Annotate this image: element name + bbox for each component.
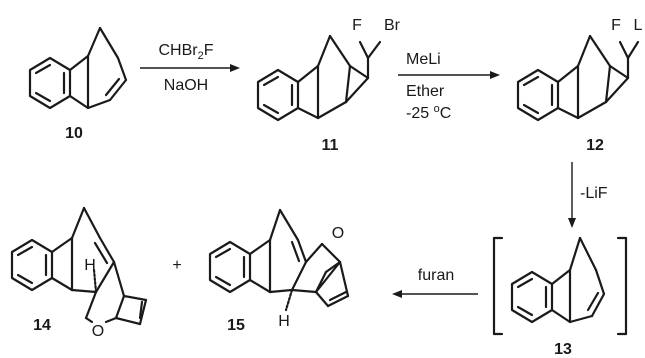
compound-12-label: 12 (586, 137, 604, 154)
arrow-1 (140, 64, 240, 72)
compound-12-atom-f: F (611, 17, 621, 34)
compound-13-brackets (492, 236, 628, 336)
arrow-2-reagent-bottom: -25 oC (406, 103, 451, 122)
arrow-1-reagent-bottom: NaOH (164, 77, 208, 94)
compound-10-label: 10 (65, 125, 83, 142)
arrow-2-reagent-top: MeLi (406, 51, 441, 68)
arrow-4-reagent: furan (418, 267, 454, 284)
compound-14-label: 14 (33, 317, 51, 334)
compound-15-structure (208, 208, 350, 312)
compound-11-atom-f: F (352, 17, 362, 34)
arrow-3-reagent: -LiF (580, 185, 608, 202)
arrow-4 (392, 290, 478, 298)
arrow-3 (568, 162, 576, 228)
compound-11-atom-br: Br (384, 17, 401, 34)
compound-14-atom-h: H (84, 257, 96, 274)
compound-11-structure (256, 34, 382, 122)
plus-sign: + (172, 257, 181, 274)
compound-15-atom-h: H (278, 313, 290, 330)
compound-15-label: 15 (227, 317, 245, 334)
compound-15-atom-o: O (332, 225, 344, 242)
arrow-2-reagent-mid: Ether (406, 83, 445, 100)
compound-12-structure (516, 34, 640, 122)
arrow-2 (398, 71, 500, 79)
compound-13-structure (510, 236, 606, 324)
compound-10-structure (28, 26, 128, 110)
compound-11-label: 11 (322, 137, 339, 154)
arrow-1-reagent-top: CHBr2F (158, 42, 213, 62)
compound-14-structure (10, 206, 148, 326)
compound-14-atom-o: O (92, 323, 104, 340)
compound-12-atom-l: L (634, 17, 643, 34)
compound-13-label: 13 (554, 341, 572, 358)
